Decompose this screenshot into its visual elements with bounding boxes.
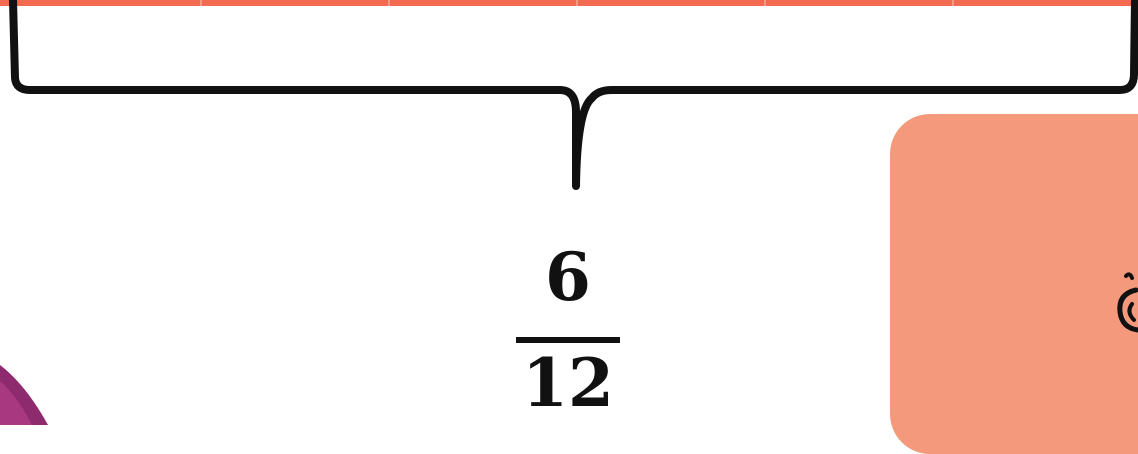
curly-brace-icon xyxy=(9,0,1138,190)
fraction-numerator: 6 xyxy=(545,238,591,316)
strip-divider xyxy=(576,0,578,6)
fraction-bar xyxy=(516,337,620,343)
strip-divider xyxy=(764,0,766,6)
fraction: 6 12 xyxy=(510,236,626,422)
corner-decoration xyxy=(0,365,48,425)
answer-card[interactable] xyxy=(890,114,1138,454)
leaf-glyph-icon xyxy=(1117,272,1138,333)
strip-divider xyxy=(200,0,202,6)
strip-divider xyxy=(388,0,390,6)
strip-divider xyxy=(952,0,954,6)
fraction-denominator: 12 xyxy=(522,344,614,422)
top-fraction-strip xyxy=(0,0,1138,6)
